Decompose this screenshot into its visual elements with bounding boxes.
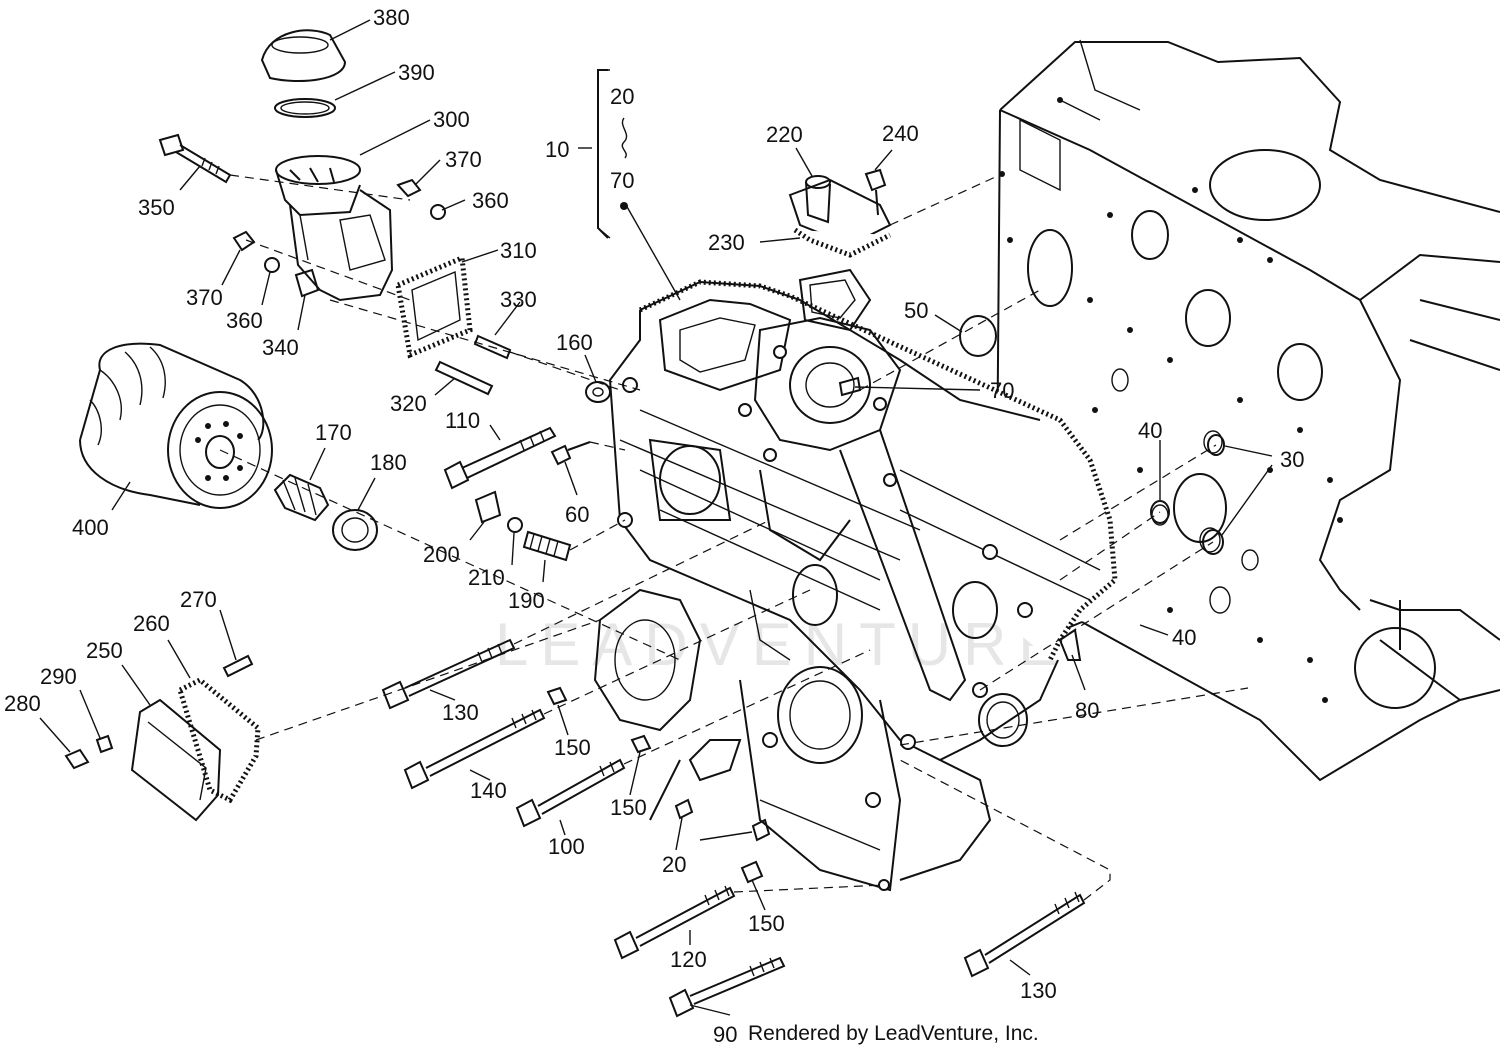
callout-30: 30: [1280, 447, 1304, 472]
callout-50: 50: [904, 298, 928, 323]
oil-filter-drawing: [79, 342, 273, 509]
bolts-drawing: [381, 638, 1086, 1018]
callout-10: 10: [545, 137, 569, 162]
callout-380: 380: [373, 5, 410, 30]
callout-70: 70: [610, 168, 634, 193]
callout-40: 40: [1138, 418, 1162, 443]
callout-290: 290: [40, 664, 77, 689]
callout-20: 20: [662, 852, 686, 877]
range-bracket: [597, 69, 609, 239]
callout-180: 180: [370, 450, 407, 475]
callout-150: 150: [610, 795, 647, 820]
callout-240: 240: [882, 121, 919, 146]
callout-20: 20: [610, 84, 634, 109]
callout-100: 100: [548, 834, 585, 859]
callout-170: 170: [315, 420, 352, 445]
engine-block-drawing: [994, 39, 1500, 782]
callout-90: 90: [713, 1022, 737, 1047]
callout-80: 80: [1075, 698, 1099, 723]
watermark-text: LEADVENTURE: [495, 611, 1070, 678]
gear-case-drawing: [593, 268, 1118, 892]
callout-220: 220: [766, 122, 803, 147]
callout-210: 210: [468, 565, 505, 590]
callout-340: 340: [262, 335, 299, 360]
relief-valve-drawing: [443, 381, 611, 562]
assembly-lines: [219, 173, 1249, 901]
callout-200: 200: [423, 542, 460, 567]
callout-70: 70: [990, 378, 1014, 403]
callout-150: 150: [554, 735, 591, 760]
callout-350: 350: [138, 195, 175, 220]
callout-140: 140: [470, 778, 507, 803]
callout-190: 190: [508, 588, 545, 613]
callout-150: 150: [748, 911, 785, 936]
oil-filler-drawing: [158, 29, 446, 302]
callout-360: 360: [226, 308, 263, 333]
range-tilde: [621, 117, 628, 159]
callout-310: 310: [500, 238, 537, 263]
o-rings-drawing: [838, 315, 1225, 555]
callout-260: 260: [133, 611, 170, 636]
leader-lines: [39, 19, 1273, 1016]
callout-360: 360: [472, 188, 509, 213]
callout-60: 60: [565, 502, 589, 527]
callout-330: 330: [500, 287, 537, 312]
callout-270: 270: [180, 587, 217, 612]
callout-230: 230: [708, 230, 745, 255]
range-dot: [620, 202, 628, 210]
callout-390: 390: [398, 60, 435, 85]
callout-160: 160: [556, 330, 593, 355]
callout-320: 320: [390, 391, 427, 416]
callout-370: 370: [445, 147, 482, 172]
gasket-310-drawing: [395, 254, 512, 396]
fitting-drawing: [273, 473, 378, 551]
callout-400: 400: [72, 515, 109, 540]
callout-120: 120: [670, 947, 707, 972]
callout-300: 300: [433, 107, 470, 132]
callout-250: 250: [86, 638, 123, 663]
callout-130: 130: [442, 700, 479, 725]
callout-40: 40: [1172, 625, 1196, 650]
callout-110: 110: [445, 408, 480, 433]
callout-labels: 380 390 300 370 360 350 310 330 370 360 …: [4, 5, 1304, 1047]
callout-280: 280: [4, 691, 41, 716]
pump-cover-drawing: [788, 168, 892, 258]
callout-370: 370: [186, 285, 223, 310]
side-cover-drawing: [64, 654, 261, 822]
callout-130: 130: [1020, 978, 1057, 1003]
footer-credit: Rendered by LeadVenture, Inc.: [748, 1022, 1039, 1045]
